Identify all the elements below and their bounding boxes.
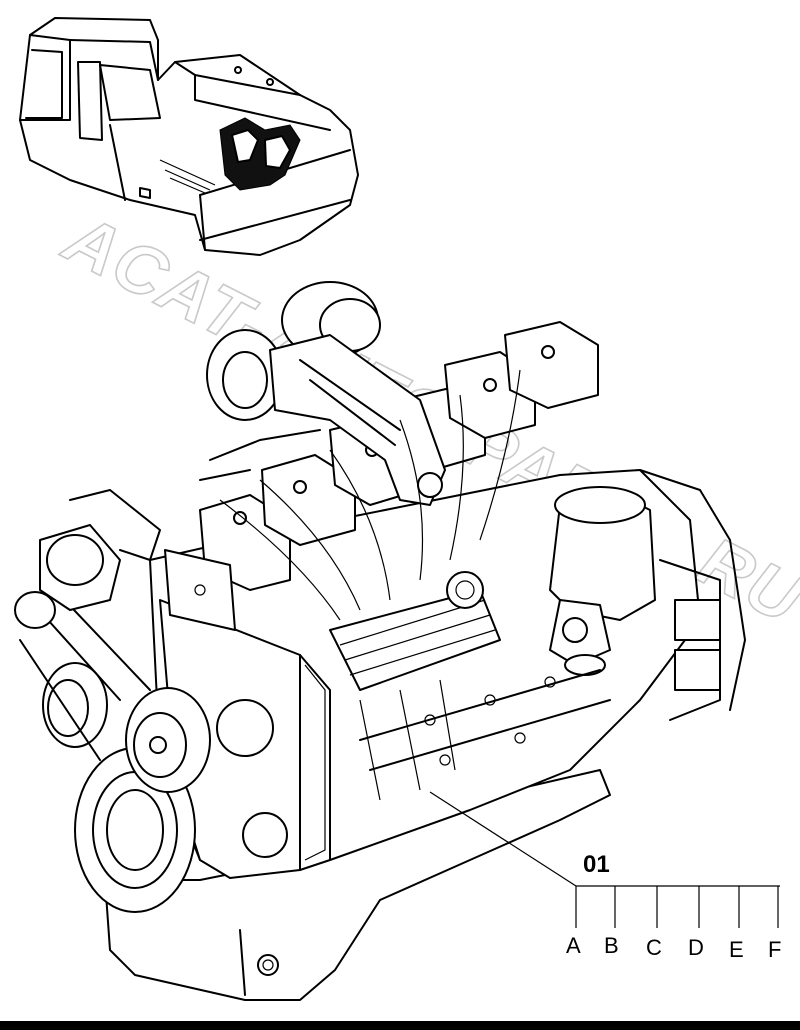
variant-label-b: B — [604, 933, 619, 958]
engine-assembly-illustration — [14, 281, 746, 1001]
variant-label-e: E — [729, 937, 744, 962]
part-callout: 01 A B C D E F — [429, 791, 781, 962]
variant-label-f: F — [768, 937, 781, 962]
variant-ticks — [575, 886, 779, 928]
part-number-label: 01 — [583, 851, 610, 878]
variant-label-a: A — [566, 933, 581, 958]
leader-line — [429, 791, 577, 887]
excavator-locator-icon — [19, 17, 359, 256]
bottom-border — [0, 1021, 800, 1030]
variant-label-d: D — [688, 935, 704, 960]
variant-label-c: C — [646, 935, 662, 960]
